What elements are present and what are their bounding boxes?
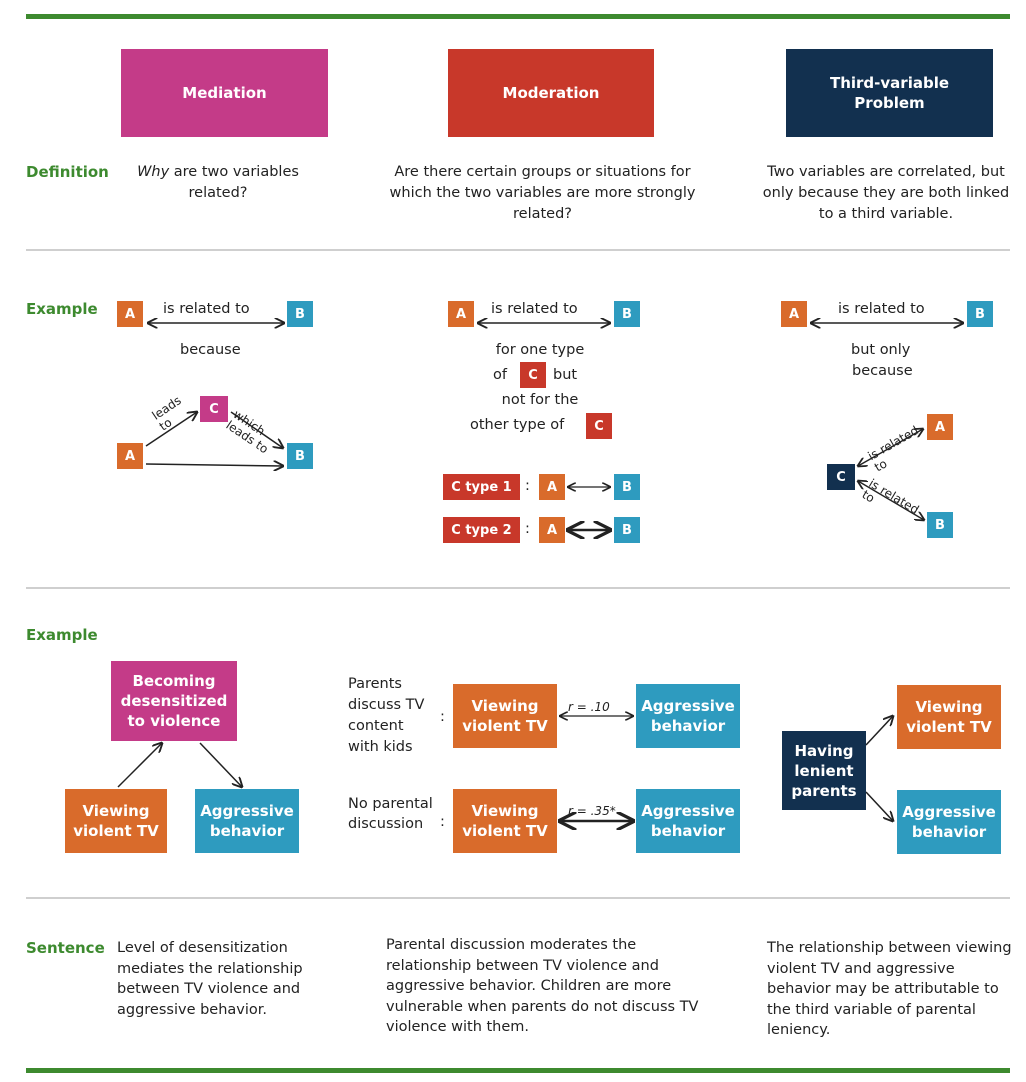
med2-viewing-tv-label: Viewing violent TV <box>73 802 159 840</box>
mod2-aggressive-label-1: Aggressive behavior <box>641 697 735 735</box>
mediation-definition-text: are two variables related? <box>173 164 299 201</box>
med2-viewing-tv-box: Viewing violent TV <box>65 789 167 853</box>
third-variable-definition: Two variables are correlated, but only b… <box>762 164 1010 222</box>
mod-is-related-to: is related to <box>491 301 578 317</box>
mod2-aggressive-box-2: Aggressive behavior <box>636 789 740 853</box>
third-variable-header: Third-variable Problem <box>786 49 993 137</box>
top-rule <box>26 14 1010 19</box>
third-box-b2: B <box>927 512 953 538</box>
third2-lower-arrow <box>865 791 893 821</box>
mod2-viewing-tv-label-1: Viewing violent TV <box>462 697 548 735</box>
moderation-header: Moderation <box>448 49 654 137</box>
third-box-a2: A <box>927 414 953 440</box>
divider-2 <box>26 587 1010 589</box>
mod2-r2: r = .35* <box>568 804 616 818</box>
third-is-related-to: is related to <box>838 301 925 317</box>
third-because: because <box>852 363 913 379</box>
med-box-c: C <box>200 396 228 422</box>
third-box-b: B <box>967 301 993 327</box>
bottom-rule <box>26 1068 1010 1073</box>
mod-of: of <box>493 367 507 383</box>
mod-other-type-of: other type of <box>470 417 565 433</box>
mod2-viewing-tv-box-2: Viewing violent TV <box>453 789 557 853</box>
mod2-parents-discuss: Parents discuss TV content with kids <box>348 676 425 755</box>
mod-not-for-the: not for the <box>501 392 579 408</box>
mod-type1-box-a: A <box>539 474 565 500</box>
mod-type1-box-b: B <box>614 474 640 500</box>
med2-aggressive-box: Aggressive behavior <box>195 789 299 853</box>
med-cb-arrow <box>230 411 283 448</box>
mod2-viewing-tv-label-2: Viewing violent TV <box>462 802 548 840</box>
third-variable-sentence: The relationship between viewing violent… <box>767 940 1012 1038</box>
mod-box-c1: C <box>520 362 546 388</box>
med-ab-bottom-arrow <box>145 464 283 466</box>
mod2-colon-1: : <box>440 709 445 725</box>
med-box-b2: B <box>287 443 313 469</box>
med-box-b: B <box>287 301 313 327</box>
med2-desensitized-label: Becoming desensitized to violence <box>120 672 228 730</box>
mediation-definition-emphasis: Why <box>137 164 170 180</box>
third2-lenient-label: Having lenient parents <box>791 741 857 800</box>
sentence-label: Sentence <box>26 939 105 957</box>
med2-tv-desens-arrow <box>117 743 162 788</box>
mod2-r1: r = .10 <box>568 700 610 714</box>
definition-label: Definition <box>26 163 109 181</box>
mod-c-type2: C type 2 <box>443 517 520 543</box>
moderation-header-label: Moderation <box>502 84 600 102</box>
med2-desensitized-box: Becoming desensitized to violence <box>111 661 237 741</box>
third2-lenient-box: Having lenient parents <box>782 731 866 810</box>
mod-type2-box-b: B <box>614 517 640 543</box>
third2-viewing-tv-label: Viewing violent TV <box>906 698 992 736</box>
third-cb-arrow <box>858 481 924 520</box>
third-ca-arrow <box>858 429 923 466</box>
mod-colon-2: : <box>525 521 530 537</box>
mod-box-a: A <box>448 301 474 327</box>
med-box-a: A <box>117 301 143 327</box>
mod-colon-1: : <box>525 478 530 494</box>
third-variable-header-label: Third-variable Problem <box>829 74 950 112</box>
divider-1 <box>26 249 1010 251</box>
mod2-no-parental: No parental discussion <box>348 796 433 832</box>
mod-type2-box-a: A <box>539 517 565 543</box>
moderation-definition: Are there certain groups or situations f… <box>389 164 696 222</box>
mod-for-one-type: for one type <box>495 342 585 358</box>
third-but-only: but only <box>851 342 911 358</box>
example-label-1: Example <box>26 300 98 318</box>
third2-aggressive-box: Aggressive behavior <box>897 790 1001 854</box>
mod2-aggressive-box-1: Aggressive behavior <box>636 684 740 748</box>
divider-3 <box>26 897 1010 899</box>
mod-but: but <box>553 367 578 383</box>
moderation-sentence: Parental discussion moderates the relati… <box>386 937 699 1035</box>
mediation-sentence: Level of desensitization mediates the re… <box>117 940 303 1018</box>
mediation-header: Mediation <box>121 49 328 137</box>
third2-upper-arrow <box>865 716 893 746</box>
med-ac-arrow <box>145 412 197 447</box>
mod-c-type1: C type 1 <box>443 474 520 500</box>
example-label-2: Example <box>26 626 98 644</box>
med2-desens-agg-arrow <box>199 742 242 787</box>
mediation-header-label: Mediation <box>182 84 267 102</box>
med-because: because <box>180 342 241 358</box>
third-box-a: A <box>781 301 807 327</box>
third-box-c: C <box>827 464 855 490</box>
third2-aggressive-label: Aggressive behavior <box>902 803 996 841</box>
mod2-colon-2: : <box>440 814 445 830</box>
mod2-aggressive-label-2: Aggressive behavior <box>641 802 735 840</box>
mediation-definition: Why are two variables related? <box>118 162 318 204</box>
mod-box-b: B <box>614 301 640 327</box>
mod2-viewing-tv-box-1: Viewing violent TV <box>453 684 557 748</box>
mod-box-c2: C <box>586 413 612 439</box>
third2-viewing-tv-box: Viewing violent TV <box>897 685 1001 749</box>
med-box-a2: A <box>117 443 143 469</box>
med-is-related-to: is related to <box>163 301 250 317</box>
med2-aggressive-label: Aggressive behavior <box>200 802 294 840</box>
